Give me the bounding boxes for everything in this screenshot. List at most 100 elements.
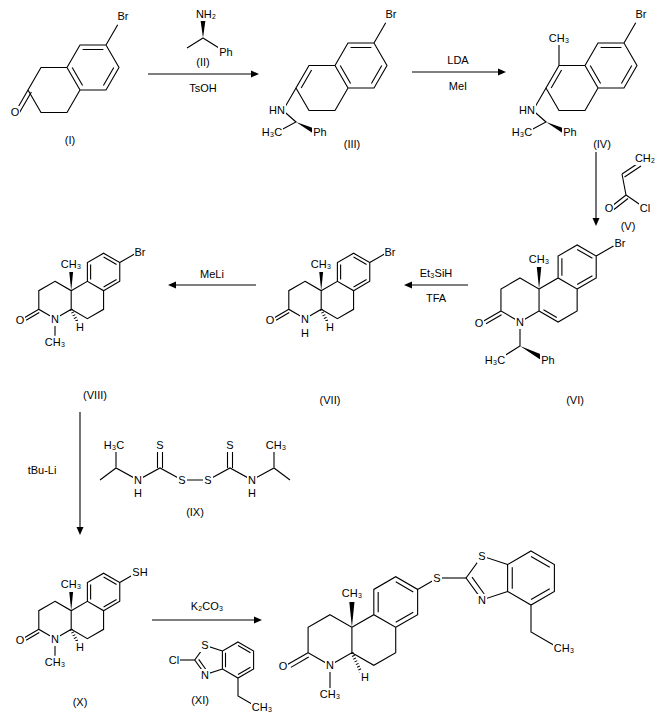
compound-number: (V) — [620, 220, 637, 233]
compound-number: (VII) — [319, 394, 342, 407]
bond-lines — [612, 162, 642, 210]
atom-label: NH₂ — [195, 8, 217, 21]
bond-lines — [283, 70, 312, 111]
atom-label: S — [203, 474, 212, 487]
atom-label: H — [300, 327, 310, 340]
atom-label: CH₃ — [44, 336, 66, 349]
atom-label: H₃C — [103, 439, 125, 452]
atom-label: CH₃ — [319, 688, 341, 701]
atom-label: Cl — [168, 654, 180, 667]
bond-lines — [533, 45, 562, 110]
atom-label: CH₃ — [553, 642, 575, 655]
atom-label: N — [50, 633, 60, 646]
bond-lines — [187, 38, 219, 48]
atom-label: N — [247, 474, 257, 487]
atom-label: Br — [635, 8, 648, 21]
compound-structure — [482, 245, 614, 324]
arrowhead — [251, 71, 259, 78]
reagent-label: TsOH — [188, 82, 218, 95]
atom-label: H — [325, 321, 335, 334]
atom-label: Br — [384, 246, 397, 259]
atom-label: N — [50, 313, 60, 326]
atom-label: CH₃ — [310, 258, 332, 271]
atom-label: CH₃ — [265, 439, 287, 452]
arrowhead — [168, 282, 176, 289]
atom-label: S — [177, 474, 186, 487]
atom-label: H — [360, 671, 370, 684]
compound-structure — [28, 25, 119, 113]
atom-label: N — [133, 474, 143, 487]
enamide-bond — [544, 310, 557, 318]
reaction-arrow — [175, 284, 256, 285]
compound-number: (I) — [64, 134, 76, 147]
compound-structure — [466, 551, 554, 646]
atom-label: Br — [117, 10, 130, 23]
atom-label: CH₃ — [548, 32, 570, 45]
arrowhead — [404, 282, 412, 289]
atom-label: H₃C — [511, 126, 533, 139]
atom-label: O — [278, 660, 289, 673]
compound-structure — [23, 253, 135, 320]
atom-label: N — [300, 313, 310, 326]
atom-label: S — [200, 639, 209, 652]
atom-label: CH₃ — [251, 701, 273, 714]
compound-number: (VIII) — [82, 389, 108, 402]
reaction-arrow — [148, 73, 252, 74]
compound-number: (II) — [195, 56, 210, 69]
reaction-arrows — [77, 69, 600, 624]
atom-label: CH₃ — [44, 656, 66, 669]
atom-label: HN — [518, 104, 536, 117]
atom-label: O — [474, 317, 485, 330]
atom-label: Ph — [562, 126, 577, 139]
atom-label: N — [200, 669, 210, 682]
hashed-bond — [352, 653, 361, 673]
bond-lines — [100, 450, 290, 480]
reagent-label: K₂CO₃ — [190, 600, 225, 613]
wedge-bond — [201, 20, 206, 38]
compound-number: (IX) — [185, 506, 205, 519]
atom-label: CH₃ — [341, 587, 363, 600]
atom-label: CH₃ — [60, 258, 82, 271]
reagent-label: LDA — [446, 54, 469, 67]
reagent-label: MeI — [448, 80, 468, 93]
atom-label: O — [10, 106, 21, 119]
atom-label: S — [432, 572, 441, 585]
reaction-arrow — [595, 152, 596, 219]
double-bond — [544, 310, 557, 318]
compound-structure — [273, 253, 385, 320]
arrowhead — [593, 218, 600, 226]
compound-structure — [546, 23, 637, 111]
compound-structure — [23, 573, 135, 640]
atom-label: Br — [134, 246, 147, 259]
atom-label: Ph — [218, 46, 233, 59]
enamine-bonds — [533, 45, 562, 110]
atom-label: CH₃ — [60, 578, 82, 591]
thioether-bond — [438, 577, 467, 578]
atom-label: H — [133, 487, 143, 500]
atom-label: O — [604, 202, 615, 215]
reaction-arrow — [412, 71, 499, 72]
atom-label: H₃C — [484, 354, 506, 367]
atom-label: Cl — [639, 202, 651, 215]
wedge-bond — [520, 346, 542, 359]
atom-label: H — [75, 641, 85, 654]
compound-number: (IV) — [592, 138, 612, 151]
atom-label: S — [155, 439, 164, 452]
atom-label: Br — [385, 8, 398, 21]
compound-number: (X) — [72, 696, 89, 709]
atom-label: HN — [268, 104, 286, 117]
atom-label: S — [225, 439, 234, 452]
arrowhead — [498, 69, 506, 76]
reaction-arrow — [411, 284, 468, 285]
atom-label: H — [247, 487, 257, 500]
reagent-label: tBu-Li — [27, 464, 58, 477]
reaction-arrow — [79, 412, 80, 528]
compound-number: (XI) — [190, 694, 210, 707]
reagent-label: MeLi — [199, 268, 225, 281]
atom-label: CH₃ — [528, 253, 550, 266]
atom-label: N — [325, 659, 335, 672]
atom-label: S — [477, 550, 486, 563]
atom-label: N — [515, 316, 525, 329]
